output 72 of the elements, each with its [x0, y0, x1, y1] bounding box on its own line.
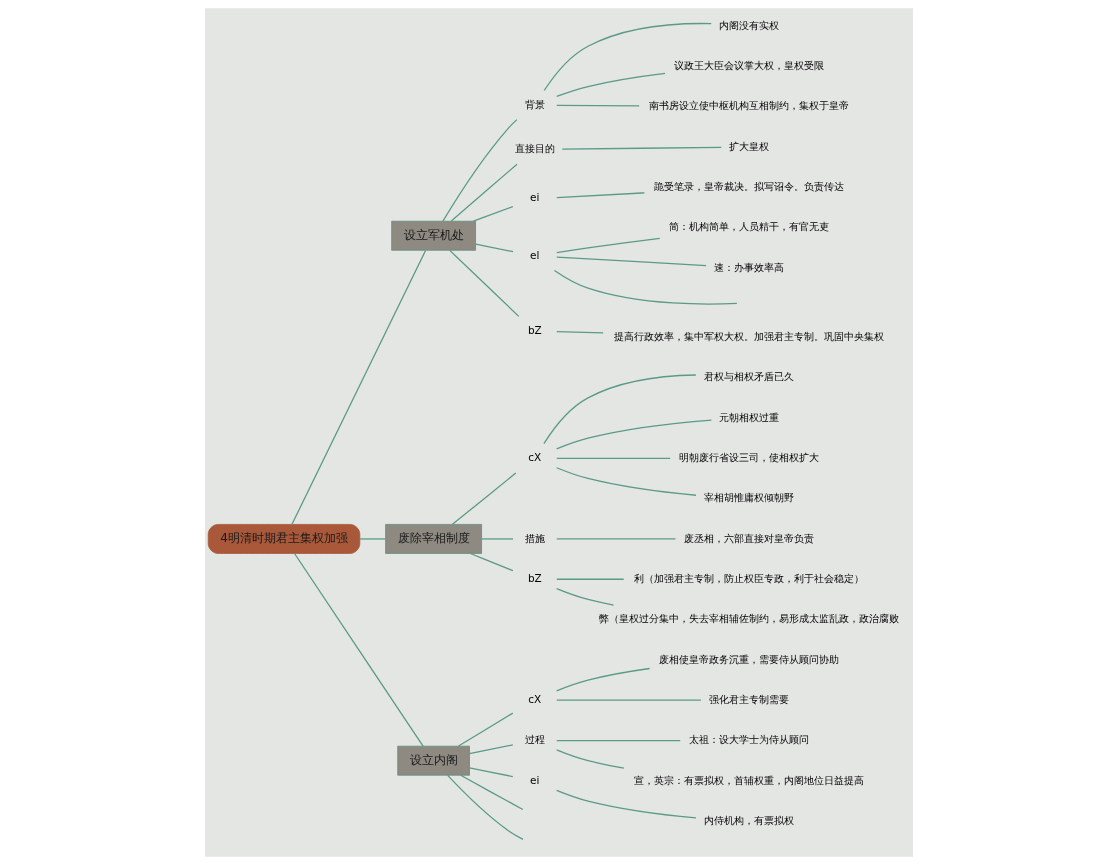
node-text: cX: [527, 451, 541, 464]
connector: [472, 205, 513, 222]
connector: [555, 588, 614, 606]
node-text: ei: [529, 773, 539, 786]
node-text: 内阁没有实权: [718, 18, 779, 31]
node-box: 设立军机处: [390, 220, 476, 251]
connector: [555, 256, 707, 267]
connector: [480, 538, 514, 540]
connector: [468, 767, 513, 778]
connector: [474, 243, 514, 253]
connector: [553, 269, 737, 305]
connector: [555, 749, 625, 769]
node-text: 跪受笔录，皇帝裁决。拟写诏令。负责传达: [653, 180, 844, 193]
connector: [555, 330, 604, 334]
node-text: 弊（皇权过分集中，失去宰相辅佐制约，易形成太监乱政，政治腐败: [598, 612, 899, 625]
connector: [555, 457, 671, 459]
connector: [441, 119, 517, 222]
connector: [543, 22, 712, 92]
node-text: 速：办事效率高: [713, 260, 784, 273]
node-text: 简：机构简单，人员精干，有官无吏: [668, 220, 829, 233]
connector: [555, 467, 697, 496]
connector: [555, 667, 650, 692]
connector: [555, 104, 640, 107]
connector: [561, 146, 722, 150]
node-text: 利（加强君主专制，防止权臣专政，利于社会稳定）: [633, 572, 864, 584]
node-text: 背景: [524, 97, 545, 110]
connector: [358, 538, 386, 540]
node-text: 君权与相权矛盾已久: [703, 370, 794, 383]
connector: [459, 774, 523, 811]
connector: [293, 552, 424, 747]
connector: [555, 699, 702, 701]
node-text: 废丞相，六部直接对皇帝负责: [683, 531, 814, 544]
connector: [542, 374, 696, 445]
connector: [555, 578, 624, 580]
connector: [555, 419, 712, 450]
node-text: bZ: [527, 572, 542, 584]
connector: [469, 552, 514, 572]
node-text: 过程: [524, 733, 545, 746]
connector: [555, 237, 660, 254]
connector: [555, 192, 645, 199]
connector: [457, 712, 513, 747]
node-text: el: [529, 248, 539, 261]
connector: [446, 774, 524, 840]
node-box: 废除宰相制度: [384, 524, 482, 554]
node-text: 废相使皇帝政务沉重，需要侍从顾问协助: [658, 652, 839, 665]
connector: [450, 163, 518, 222]
node-text: 内侍机构，有票拟权: [703, 813, 794, 826]
node-text: cX: [527, 692, 541, 705]
node-text: 南书房设立使中枢机构互相制约，集权于皇帝: [648, 99, 849, 112]
node-text: 议政王大臣会议掌大权，皇权受限: [673, 59, 824, 72]
node-text: 宰相胡惟庸权倾朝野: [703, 491, 794, 504]
node-text: 扩大皇权: [728, 139, 769, 152]
connector: [555, 72, 666, 98]
connector: [555, 739, 681, 742]
connector: [555, 789, 697, 819]
node-box: 4明清时期君主集权加强: [207, 524, 360, 554]
node-text: 强化君主专制需要: [708, 692, 789, 705]
connector: [555, 538, 676, 540]
node-text: 太祖：设大学士为侍从顾问: [688, 733, 809, 746]
node-text: bZ: [527, 323, 542, 336]
node-box: 设立内阁: [396, 745, 470, 776]
node-text: 明朝废行省设三司，使相权扩大: [678, 451, 819, 464]
connector: [290, 249, 426, 525]
node-text: 宣，英宗：有票拟权，首辅权重，内阁地位日益提高: [633, 773, 864, 786]
node-text: 直接目的: [514, 142, 555, 155]
node-text: 措施: [524, 531, 545, 544]
node-text: 提高行政效率，集中军权大权。加强君主专制。巩固中央集权: [613, 330, 884, 343]
connector: [468, 744, 513, 755]
node-text: ei: [529, 191, 539, 204]
node-text: 元朝相权过重: [718, 410, 779, 423]
connector: [451, 472, 516, 525]
connector: [448, 249, 519, 317]
